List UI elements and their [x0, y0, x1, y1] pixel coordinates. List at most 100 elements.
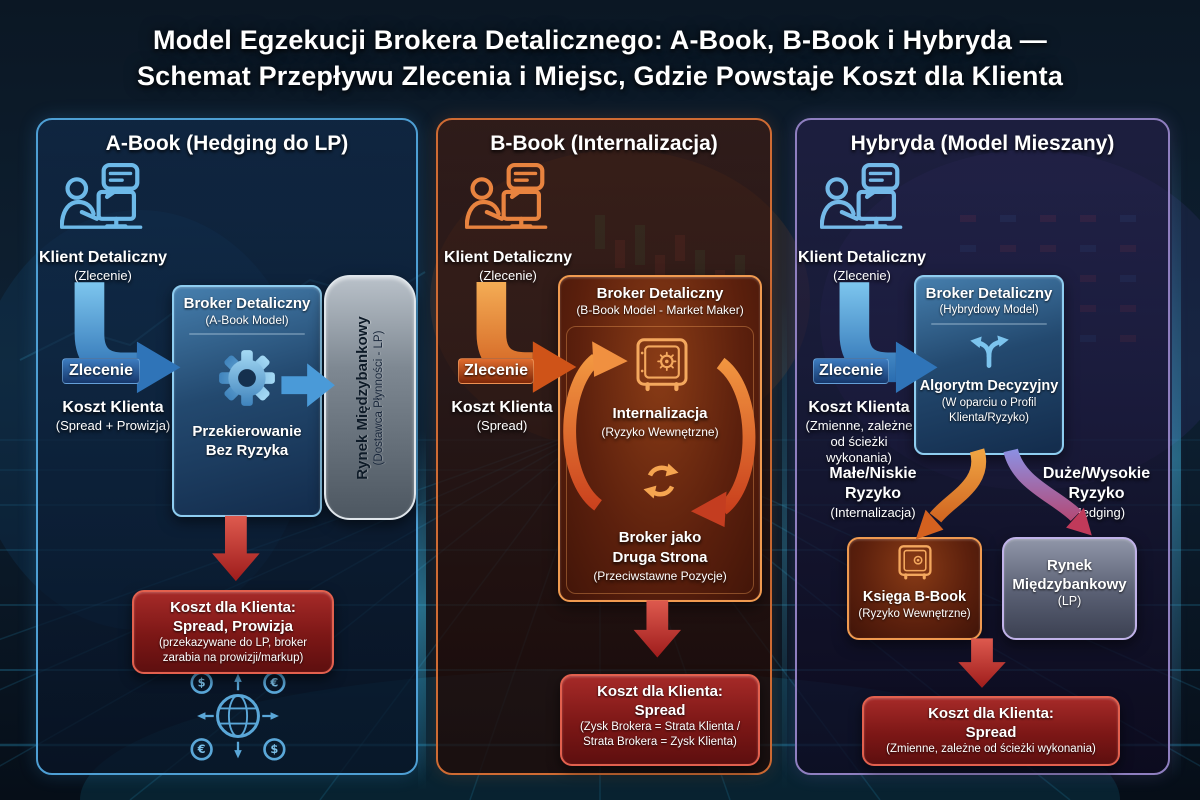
high-risk-line1: Duże/Wysokie [1042, 465, 1151, 482]
low-risk-label: Małe/Niskie Ryzyko (Internalizacja) [797, 464, 949, 521]
client-label: Klient Detaliczny (Zlecenie) [797, 248, 927, 284]
broker-title: Broker Detaliczny [925, 285, 1053, 302]
client-sub: (Zlecenie) [74, 268, 132, 283]
cost-line2: Spread, Prowizja [172, 618, 294, 635]
order-label-band: Zlecenie [62, 358, 140, 384]
broker-box-abook: Broker Detaliczny (A-Book Model) [172, 285, 322, 517]
safe-vault-icon [636, 338, 688, 392]
globe-currency-icon: $ € € $ [190, 671, 286, 761]
cost-line2: Spread [634, 702, 686, 719]
divider [930, 323, 1048, 325]
order-flow-arrow [476, 282, 533, 382]
internalization-title: Internalizacja [612, 405, 708, 422]
lp-sub: (Dostawca Płynności - LP) [373, 330, 385, 465]
interbank-market-box: Rynek Międzybankowy (LP) [1002, 537, 1137, 640]
counterparty-label: Broker jako Druga Strona (Przeciwstawne … [558, 528, 762, 584]
client-title: Klient Detaliczny [797, 249, 927, 266]
cost-sub2: zarabia na prowizji/markup) [162, 652, 304, 664]
panel-bbook: B-Book (Internalizacja) Klient Detaliczn… [436, 118, 772, 775]
cost-line1: Koszt dla Klienta: [597, 683, 723, 700]
low-risk-line2: Ryzyko [844, 485, 902, 502]
panel-bbook-header: B-Book (Internalizacja) [490, 132, 718, 155]
bbook-ledger-sub: (Ryzyko Wewnętrzne) [858, 608, 971, 620]
algorithm-sub1: (W oparciu o Profil [941, 397, 1037, 409]
client-cost-sub: (Spread) [476, 418, 528, 433]
broker-title: Broker Detaliczny [596, 285, 724, 302]
client-cost-label: Koszt Klienta (Spread) [438, 398, 566, 434]
client-cost-box-bbook: Koszt dla Klienta: Spread (Zysk Brokera … [560, 674, 760, 766]
high-risk-label: Duże/Wysokie Ryzyko (Hedging) [1021, 464, 1172, 521]
coin-dollar-glyph: $ [270, 742, 278, 756]
cost-sub2: Strata Brokera = Zysk Klienta) [583, 736, 737, 748]
cost-sub1: (Zysk Brokera = Strata Klienta / [579, 721, 741, 733]
algorithm-title: Algorytm Decyzyjny [919, 378, 1059, 394]
client-sub: (Zlecenie) [833, 268, 891, 283]
order-flow-arrow [839, 282, 896, 383]
title-line-2: Schemat Przepływu Zlecenia i Miejsc, Gdz… [136, 61, 1064, 91]
broker-sub: (Hybrydowy Model) [939, 304, 1039, 316]
light-pillar [782, 300, 787, 790]
panel-hybrid: Hybryda (Model Mieszany) Klient Detalicz… [795, 118, 1170, 775]
divider [188, 333, 306, 335]
page-title: Model Egzekucji Brokera Detalicznego: A-… [0, 22, 1200, 94]
broker-body-line1: Przekierowanie [192, 423, 302, 440]
cost-down-arrow [958, 638, 1006, 688]
lp-box-line2: Międzybankowy [1012, 576, 1127, 593]
cost-line1: Koszt dla Klienta: [928, 705, 1054, 722]
cost-line1: Koszt dla Klienta: [170, 599, 296, 616]
coin-euro-glyph: € [197, 742, 206, 756]
panel-abook: A-Book (Hedging do LP) Klient Detaliczny… [36, 118, 418, 775]
counterparty-sub: (Przeciwstawne Pozycje) [593, 569, 727, 583]
coin-dollar-glyph: $ [198, 675, 206, 689]
lp-title: Rynek Międzybankowy [354, 315, 371, 480]
counterparty-sync-icon [643, 463, 679, 499]
client-title: Klient Detaliczny [443, 249, 573, 266]
light-pillar [418, 430, 426, 790]
cost-line2: Spread [965, 724, 1017, 741]
client-cost-label: Koszt Klienta (Zmienne, zależne od ścież… [797, 398, 921, 466]
high-risk-line2: Ryzyko [1068, 485, 1125, 502]
order-flow-arrow [74, 282, 137, 383]
counterparty-line1: Broker jako [618, 529, 702, 546]
broker-sub: (B-Book Model - Market Maker) [576, 303, 744, 317]
bbook-ledger-box: Księga B-Book (Ryzyko Wewnętrzne) [847, 537, 982, 640]
client-label: Klient Detaliczny (Zlecenie) [438, 248, 578, 284]
split-decision-icon [970, 335, 1009, 368]
title-line-1: Model Egzekucji Brokera Detalicznego: A-… [153, 25, 1047, 55]
low-risk-sub: (Internalizacja) [830, 505, 916, 520]
cost-down-arrow [212, 515, 260, 582]
broker-box-hybrid: Broker Detaliczny (Hybrydowy Model) Algo… [914, 275, 1064, 455]
lp-box-line1: Rynek [1046, 557, 1093, 574]
retail-client-icon [465, 162, 548, 229]
light-pillar [1172, 140, 1181, 780]
lp-box-sub: (LP) [1057, 594, 1082, 608]
client-cost-box-abook: Koszt dla Klienta: Spread, Prowizja (prz… [132, 590, 334, 674]
client-cost-title: Koszt Klienta [62, 399, 164, 416]
client-cost-title: Koszt Klienta [808, 399, 910, 416]
broker-title: Broker Detaliczny [183, 295, 311, 312]
client-sub: (Zlecenie) [479, 268, 537, 283]
client-cost-box-hybrid: Koszt dla Klienta: Spread (Zmienne, zale… [862, 696, 1120, 766]
client-label: Klient Detaliczny (Zlecenie) [38, 248, 168, 284]
interbank-market-label: Rynek Międzybankowy (Dostawca Płynności … [324, 275, 416, 520]
algorithm-sub2: Klienta/Ryzyko) [949, 412, 1029, 424]
internalization-label: Internalizacja (Ryzyko Wewnętrzne) [558, 404, 762, 440]
panel-hybrid-header: Hybryda (Model Mieszany) [850, 132, 1115, 155]
client-title: Klient Detaliczny [38, 249, 168, 266]
broker-sub: (A-Book Model) [205, 313, 289, 327]
order-label-band: Zlecenie [458, 358, 534, 384]
safe-vault-icon [897, 545, 932, 580]
retail-client-icon [820, 162, 903, 229]
client-cost-title: Koszt Klienta [451, 399, 553, 416]
cost-sub1: (przekazywane do LP, broker [158, 637, 308, 649]
gear-icon [219, 350, 275, 406]
broker-body-line2: Bez Ryzyka [205, 442, 289, 459]
client-cost-sub: (Zmienne, zależne od ścieżki wykonania) [805, 418, 913, 465]
client-cost-sub: (Spread + Prowizja) [55, 418, 171, 433]
counterparty-line2: Druga Strona [612, 549, 708, 566]
cost-sub: (Zmienne, zależne od ścieżki wykonania) [886, 743, 1096, 755]
cost-down-arrow [633, 600, 682, 658]
bbook-ledger-title: Księga B-Book [862, 589, 967, 605]
order-label-band: Zlecenie [813, 358, 889, 384]
